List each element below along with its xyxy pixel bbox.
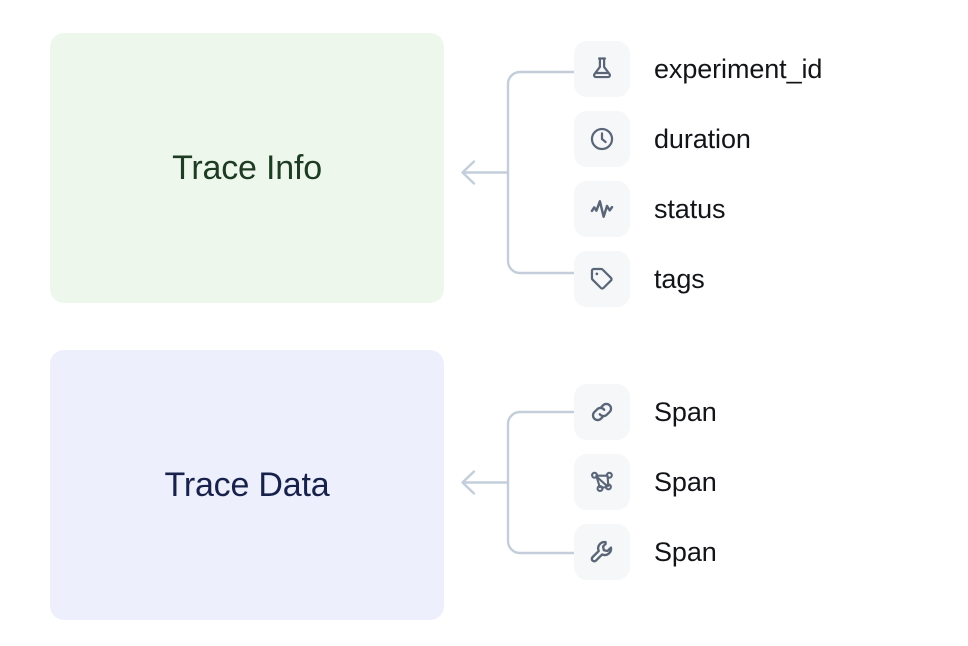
span-row-network[interactable]: Span bbox=[574, 454, 717, 510]
group-box-trace-info[interactable]: Trace Info bbox=[50, 33, 444, 303]
span-label: Span bbox=[654, 466, 717, 497]
attribute-row-duration[interactable]: duration bbox=[574, 111, 751, 167]
group-box-trace-data[interactable]: Trace Data bbox=[50, 350, 444, 620]
group-title-trace-data: Trace Data bbox=[164, 466, 330, 504]
clock-icon bbox=[574, 111, 630, 167]
group-title-trace-info: Trace Info bbox=[172, 149, 322, 187]
span-row-link[interactable]: Span bbox=[574, 384, 717, 440]
connector-bracket-trace-info bbox=[461, 70, 575, 275]
network-nodes-icon bbox=[574, 454, 630, 510]
tag-icon bbox=[574, 251, 630, 307]
attribute-label: tags bbox=[654, 263, 705, 294]
attribute-row-status[interactable]: status bbox=[574, 181, 726, 237]
flask-icon bbox=[574, 41, 630, 97]
attribute-row-experiment-id[interactable]: experiment_id bbox=[574, 41, 822, 97]
span-label: Span bbox=[654, 396, 717, 427]
span-label: Span bbox=[654, 536, 717, 567]
connector-bracket-trace-data bbox=[461, 410, 575, 555]
span-row-wrench[interactable]: Span bbox=[574, 524, 717, 580]
attribute-label: experiment_id bbox=[654, 53, 823, 84]
attribute-row-tags[interactable]: tags bbox=[574, 251, 705, 307]
wrench-icon bbox=[574, 524, 630, 580]
attribute-label: status bbox=[654, 193, 726, 224]
attribute-label: duration bbox=[654, 123, 751, 154]
activity-pulse-icon bbox=[574, 181, 630, 237]
link-icon bbox=[574, 384, 630, 440]
